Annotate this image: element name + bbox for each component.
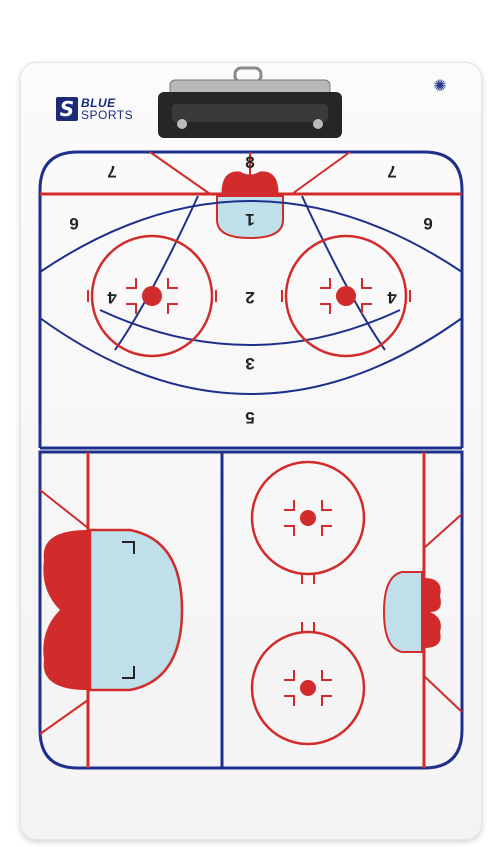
zone-number: 2: [245, 288, 254, 307]
zone-number: 4: [387, 288, 397, 307]
zone-number: 6: [69, 214, 78, 233]
small-brand-emblem: ✺: [412, 78, 468, 95]
full-rink: [38, 150, 464, 450]
zone-number: 5: [245, 408, 254, 427]
blue-sports-logo: S BLUE SPORTS: [56, 97, 133, 121]
zone-number: 7: [107, 162, 116, 181]
zone-number: 1: [245, 210, 254, 229]
clipboard-clip: [158, 66, 342, 138]
zone-number: 8: [245, 153, 254, 172]
emblem-icon: ✺: [433, 78, 447, 95]
logo-mark-icon: S: [56, 97, 78, 121]
half-rink-right: [220, 450, 464, 770]
half-rink-left: [38, 450, 224, 770]
logo-line-2: SPORTS: [81, 108, 134, 122]
zone-numbers: 8 7 7 6 6 1 4 2 4 3 5: [69, 153, 432, 427]
zone-number: 6: [423, 214, 432, 233]
zone-number: 7: [387, 162, 396, 181]
logo-line-1: BLUE: [81, 96, 116, 110]
zone-number: 3: [245, 354, 254, 373]
zone-number: 4: [107, 288, 117, 307]
